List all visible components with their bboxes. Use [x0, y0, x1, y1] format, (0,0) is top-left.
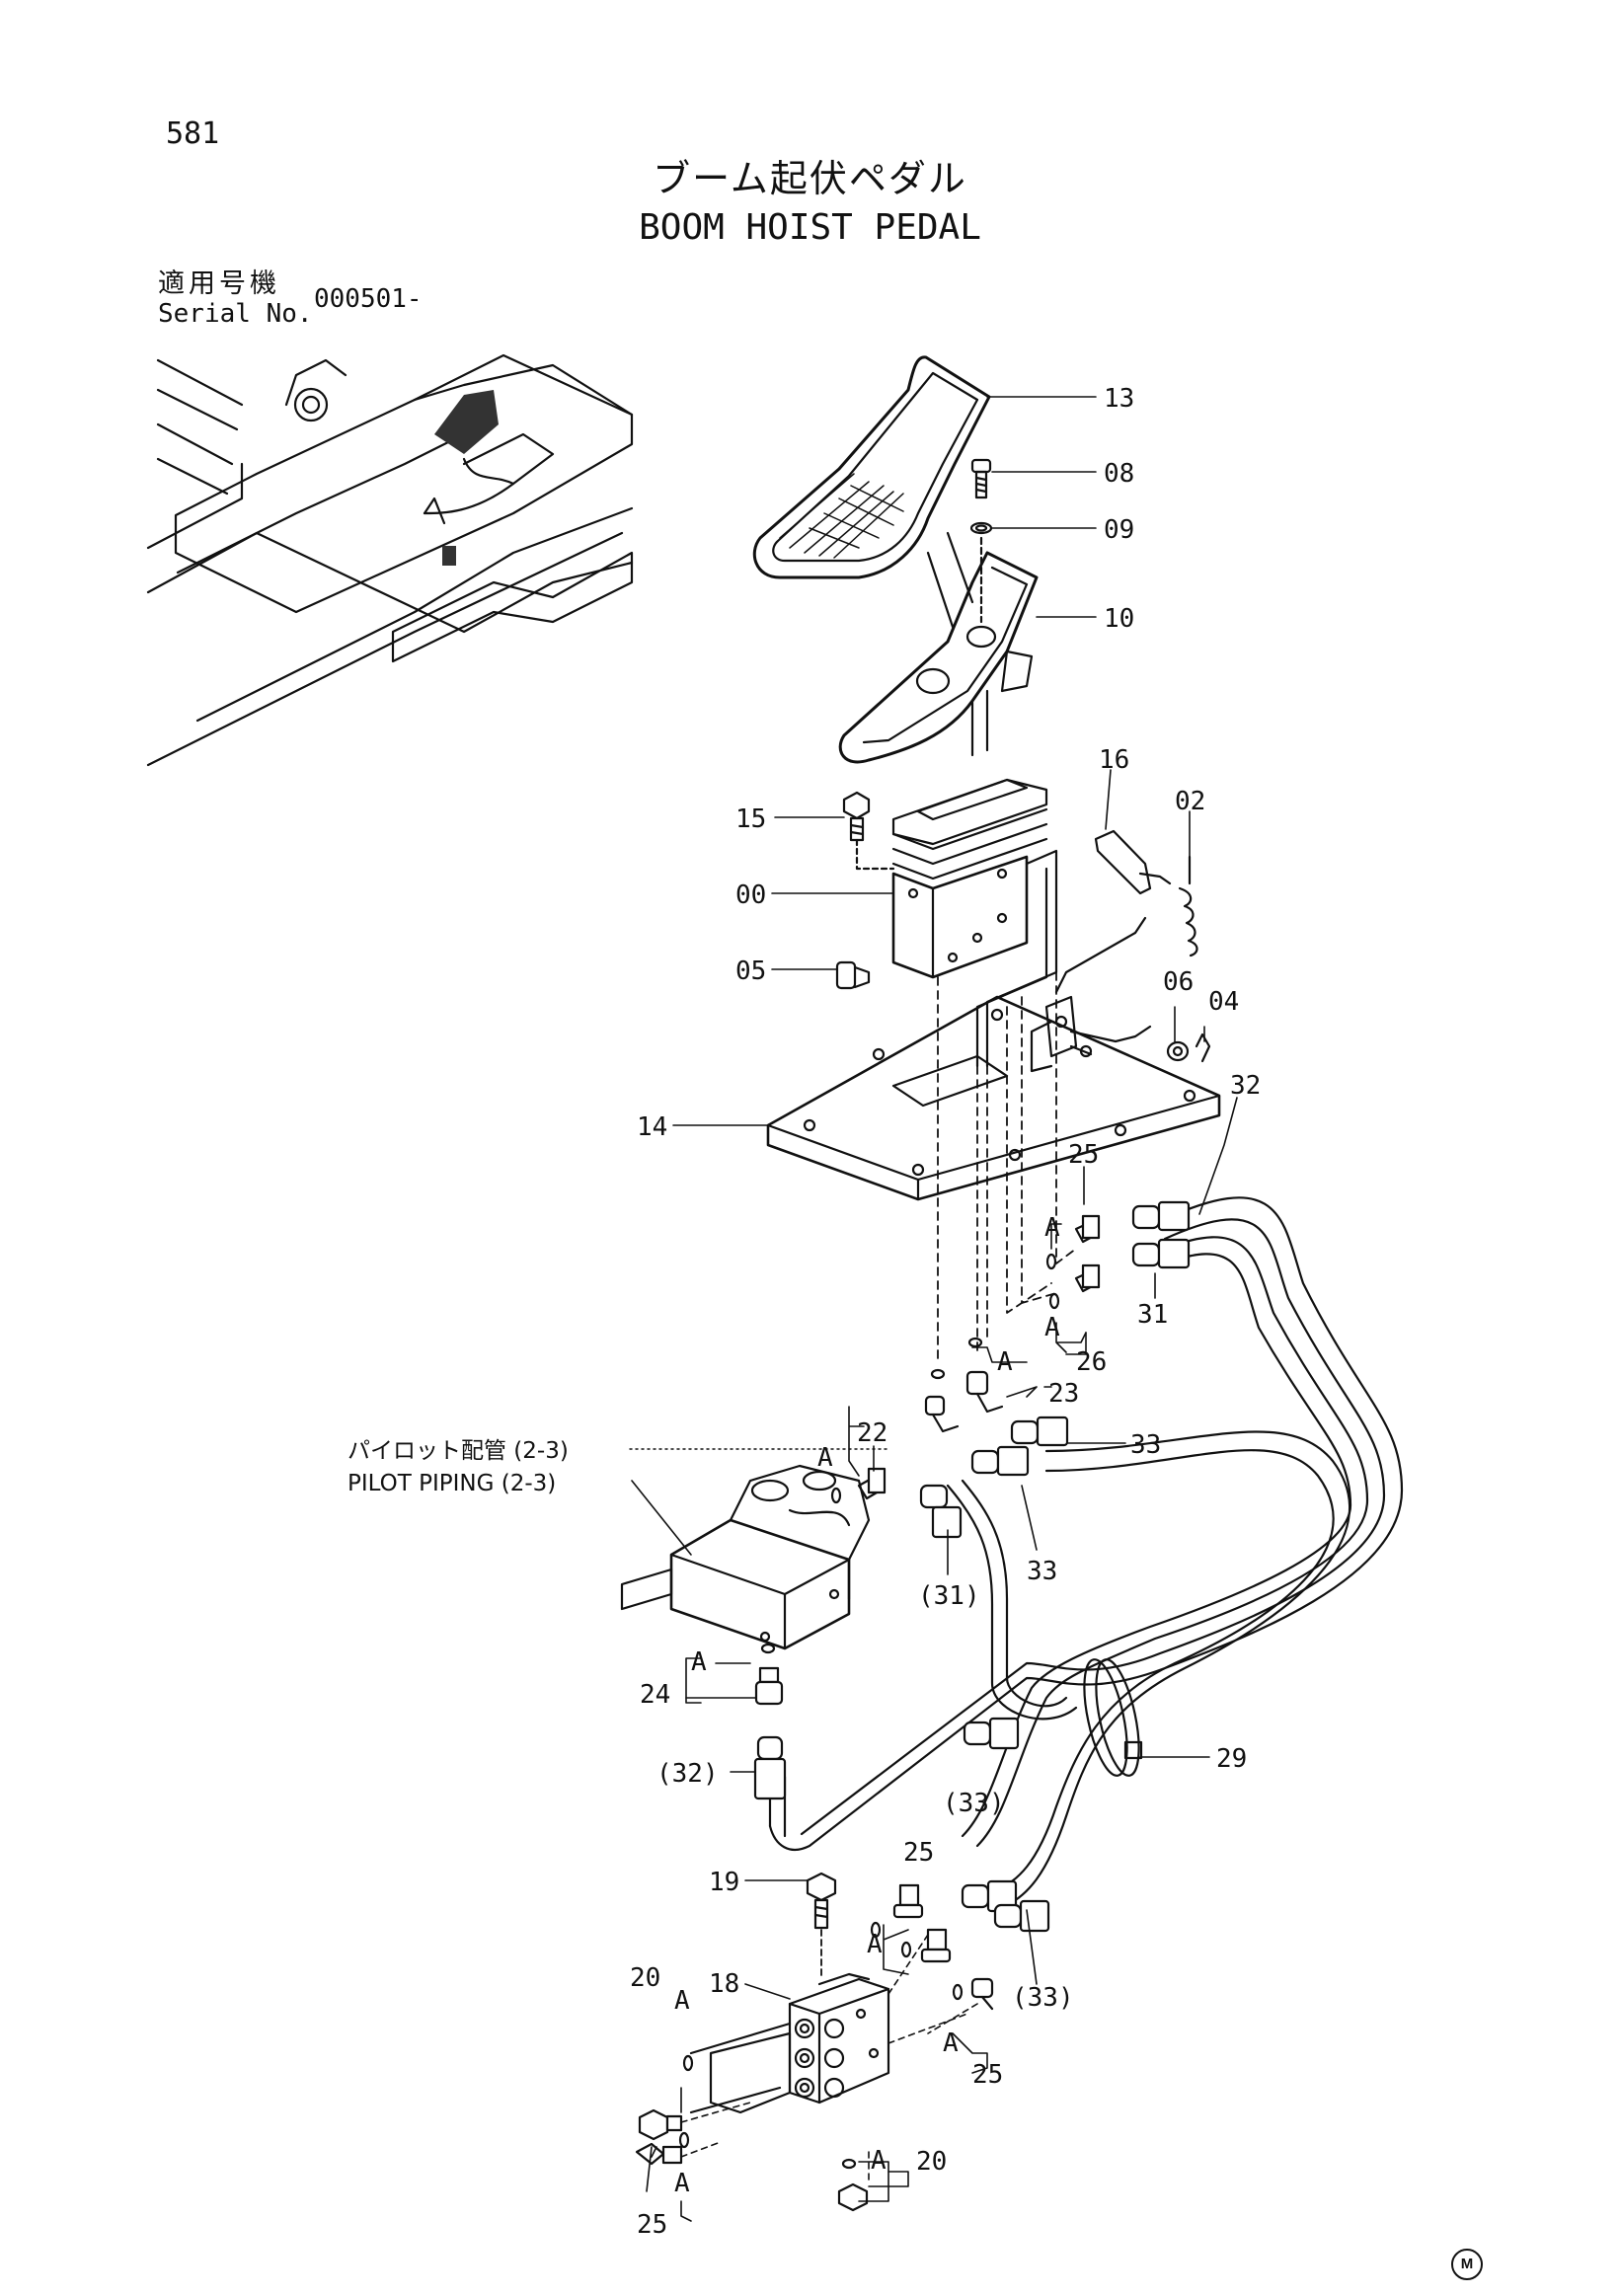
manufacturer-mark: M: [1451, 2249, 1483, 2280]
callout-23: 23: [1048, 1379, 1079, 1409]
callout-a-8: A: [674, 1986, 690, 2016]
callout-06: 06: [1163, 967, 1194, 997]
serial-label-english: Serial No.: [158, 299, 313, 329]
callout-a-6: A: [867, 1930, 883, 1959]
callout-20-bottom: 20: [916, 2147, 947, 2177]
callout-31: 31: [1137, 1300, 1168, 1330]
callout-04: 04: [1208, 987, 1239, 1017]
page-number: 581: [166, 116, 220, 151]
callout-33-ref-2: (33): [1012, 1983, 1074, 2013]
stopper-assembly: [1030, 829, 1211, 1073]
hose-fittings: [753, 1200, 1191, 1933]
callout-02: 02: [1175, 787, 1205, 816]
callout-13: 13: [1104, 384, 1134, 414]
callout-10: 10: [1104, 604, 1134, 634]
callout-33-lower: 33: [1027, 1557, 1057, 1586]
callout-22: 22: [857, 1418, 887, 1448]
mounting-bolt: [842, 791, 895, 871]
callout-14: 14: [637, 1112, 667, 1142]
callout-a-10: A: [674, 2169, 690, 2198]
callout-16: 16: [1099, 745, 1129, 775]
callout-25-mid: 25: [903, 1838, 934, 1868]
assembly-lines: [937, 971, 1077, 1363]
callout-25-top: 25: [1068, 1140, 1099, 1170]
callout-33-right: 33: [1130, 1430, 1161, 1460]
title-english: BOOM HOIST PEDAL: [639, 207, 981, 248]
hose-band: [1083, 1658, 1143, 1777]
callout-09: 09: [1104, 515, 1134, 545]
serial-value: 000501-: [314, 284, 423, 314]
o-rings: [678, 1253, 1060, 2170]
callout-00: 00: [735, 880, 766, 910]
callout-26: 26: [1076, 1347, 1107, 1377]
callout-05: 05: [735, 957, 766, 986]
reference-english: PILOT PIPING (2-3): [347, 1471, 556, 1496]
location-thumbnail: [146, 353, 634, 767]
callout-18: 18: [709, 1969, 739, 1999]
callout-29: 29: [1216, 1744, 1247, 1774]
bolt-washer: [969, 458, 993, 624]
stud-bolt: [835, 960, 871, 990]
callout-24: 24: [640, 1680, 670, 1710]
block-assembly-lines: [680, 1934, 978, 2182]
callout-a-7: A: [943, 2028, 959, 2058]
callout-31-ref: (31): [918, 1581, 980, 1611]
serial-label-japanese: 適用号機: [158, 268, 280, 299]
floor-plate: [766, 995, 1221, 1201]
callout-a-1: A: [1044, 1213, 1060, 1243]
callout-a-4: A: [817, 1443, 833, 1473]
callout-32-ref: (32): [656, 1759, 719, 1789]
title-japanese: ブーム起伏ペダル: [653, 157, 967, 200]
callout-a-3: A: [997, 1347, 1013, 1377]
adapters: [754, 1214, 1101, 2011]
hose-bundle: [768, 1196, 1404, 1907]
block-bolt: [806, 1872, 837, 1930]
callout-32: 32: [1230, 1071, 1261, 1101]
callout-labels: 13 08 09 10 16 02 15 00 05 06 04 32 14 2…: [347, 384, 1261, 2240]
leader-lines: [646, 396, 1238, 2192]
callout-a-2: A: [1044, 1313, 1060, 1342]
callout-25-right: 25: [972, 2060, 1003, 2090]
callout-25-bottom: 25: [637, 2210, 667, 2240]
callout-15: 15: [735, 804, 766, 834]
pedal-cover: [752, 355, 991, 629]
a-brackets: [680, 1223, 1087, 2222]
callout-19: 19: [709, 1868, 739, 1897]
reference-japanese: パイロット配管 (2-3): [347, 1438, 569, 1464]
callout-a-9: A: [871, 2146, 887, 2176]
reference-leader-2: [631, 1480, 692, 1556]
pedal-valve: [891, 778, 1058, 1068]
junction-block: [689, 1972, 890, 2114]
callout-a-5: A: [691, 1647, 707, 1677]
callout-20-left: 20: [630, 1963, 660, 1993]
pedal: [838, 551, 1039, 764]
plugs: [635, 2108, 869, 2212]
callout-08: 08: [1104, 459, 1134, 489]
pilot-valve: [620, 1464, 871, 1650]
callout-33-ref-1: (33): [943, 1789, 1005, 1818]
